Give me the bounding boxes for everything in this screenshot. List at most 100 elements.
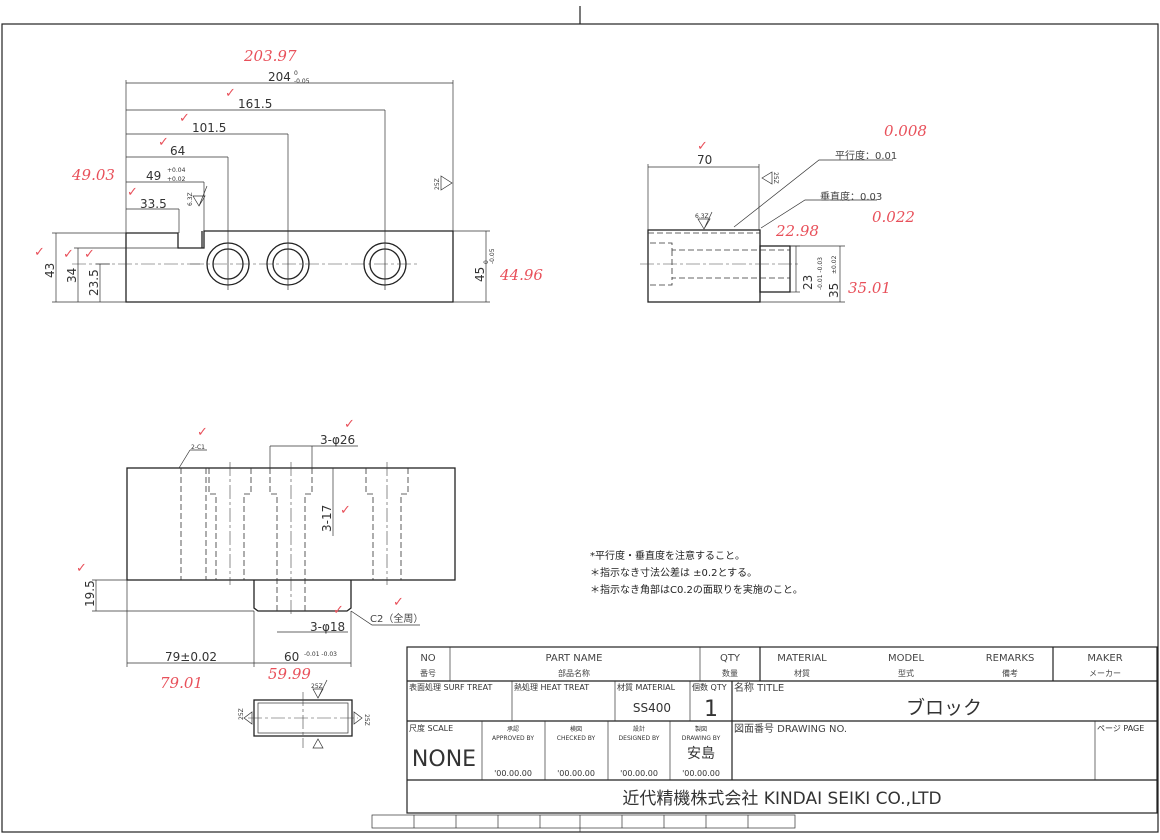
label-qty: 個数 QTY	[692, 682, 727, 692]
side-view: 70 平行度：0.01 垂直度：0.03 23 -0.01 -0.03 35 ±…	[640, 122, 927, 303]
label-drawing: DRAWING BY	[682, 735, 721, 742]
tol-lower: -0.05	[489, 248, 496, 264]
surface-finish-icon	[312, 679, 328, 699]
surface-label: 25Z	[434, 178, 441, 190]
check-mark: ✓	[76, 561, 87, 576]
check-mark: ✓	[127, 185, 138, 200]
dim-19-5: 19.5	[83, 580, 97, 607]
surface-finish-icon	[353, 711, 363, 725]
note: ＊指示なき寸法公差は ±0.2とする。	[590, 566, 757, 579]
label-heat-treat: 熱処理 HEAT TREAT	[514, 682, 589, 692]
label-drawing-no: 図面番号 DRAWING NO.	[734, 723, 847, 735]
label-drawing-jp: 製図	[695, 725, 707, 733]
surface-label: 25Z	[363, 714, 370, 726]
dim-overall-length: 204	[268, 70, 291, 84]
date-approved: '00.00.00	[494, 769, 532, 778]
measured-parallelism: 0.008	[884, 122, 927, 140]
measured-overall: 203.97	[243, 47, 297, 65]
measured-79: 79.01	[160, 674, 203, 692]
check-mark: ✓	[333, 603, 344, 618]
parallelism-callout: 平行度：0.01	[835, 149, 897, 162]
check-mark: ✓	[197, 425, 208, 440]
header-maker: MAKER	[1087, 653, 1122, 664]
dim-hole: 3-φ18	[310, 620, 345, 634]
check-mark: ✓	[158, 135, 169, 150]
check-mark: ✓	[179, 111, 190, 126]
tol: ±0.02	[831, 255, 838, 274]
dim-43: 43	[43, 263, 57, 278]
surface-label: 6.3Z	[187, 192, 194, 206]
note: ＊指示なき角部はC0.2の面取りを実施のこと。	[590, 583, 803, 596]
tol: -0.01 -0.03	[304, 651, 337, 658]
label-approved: APPROVED BY	[492, 735, 534, 742]
dim-depth: 3-17	[320, 505, 334, 532]
check-mark: ✓	[697, 139, 708, 154]
dim-35: 35	[827, 283, 841, 298]
tol-lower: -0.05	[294, 78, 310, 85]
dim-34: 34	[65, 268, 79, 283]
tol-lower: +0.02	[167, 176, 186, 183]
check-mark: ✓	[340, 503, 351, 518]
header-part-name: PART NAME	[545, 653, 602, 664]
label-checked: CHECKED BY	[557, 735, 596, 742]
date-designed: '00.00.00	[620, 769, 658, 778]
check-mark: ✓	[225, 86, 236, 101]
tol-upper: +0.04	[167, 167, 186, 174]
measured-49: 49.03	[71, 166, 115, 184]
value-qty: 1	[704, 697, 718, 722]
label-approved-jp: 承認	[507, 725, 519, 733]
check-mark: ✓	[34, 245, 45, 260]
side-view-outline	[647, 229, 761, 303]
surface-label: 25Z	[772, 172, 779, 184]
note: *平行度・垂直度を注意すること。	[590, 549, 745, 562]
top-view: 204 0 -0.05 161.5 101.5 64 49 +0.04 +0.0…	[34, 47, 543, 303]
dim-33-5: 33.5	[140, 197, 167, 211]
dim-23: 23	[801, 275, 815, 290]
measured-perpendicularity: 0.022	[872, 208, 915, 226]
side-view-boss	[759, 245, 791, 293]
header-model-jp: 型式	[898, 668, 914, 678]
measured-height: 35.01	[848, 279, 891, 297]
check-marks: ✓ ✓ ✓ ✓ ✓ ✓ ✓	[34, 86, 236, 262]
measured-boss: 22.98	[775, 222, 819, 240]
bottom-view: 25Z 25Z 25Z	[238, 679, 370, 749]
tol: -0.01 -0.03	[817, 257, 824, 290]
header-no-jp: 番号	[420, 668, 436, 678]
header-remarks-jp: 備考	[1002, 668, 1018, 678]
label-designed-jp: 設計	[633, 725, 645, 733]
dim-161-5: 161.5	[238, 97, 272, 111]
front-view: 3-φ26 2-C1 3-17 3-φ18 C2（全周） 19.5 79±0.0…	[76, 417, 456, 692]
label-scale: 尺度 SCALE	[409, 723, 453, 733]
check-marks: ✓ ✓ ✓ ✓ ✓ ✓	[76, 417, 404, 618]
value-scale: NONE	[412, 747, 476, 772]
dim-64: 64	[170, 144, 185, 158]
header-material: MATERIAL	[777, 653, 827, 664]
surface-label: 25Z	[311, 683, 323, 690]
header-part-name-jp: 部品名称	[558, 668, 590, 678]
check-mark: ✓	[344, 417, 355, 432]
label-material: 材質 MATERIAL	[617, 682, 676, 692]
top-view-outline	[125, 230, 454, 303]
dim-60: 60	[284, 650, 299, 664]
surface-finish-icon	[440, 175, 453, 191]
surface-finish-icon	[761, 171, 773, 185]
label-page: ページ PAGE	[1097, 724, 1144, 733]
surface-finish-icon	[192, 185, 208, 207]
value-title: ブロック	[906, 696, 982, 719]
check-mark: ✓	[393, 595, 404, 610]
dim-79: 79±0.02	[165, 650, 217, 664]
perpendicularity-callout: 垂直度：0.03	[820, 190, 882, 203]
check-mark: ✓	[84, 247, 95, 262]
header-remarks: REMARKS	[986, 653, 1035, 664]
dim-70: 70	[697, 153, 712, 167]
surface-label: 6.3Z	[695, 213, 709, 220]
value-drawing-by: 安島	[687, 746, 715, 762]
dim-chamfer: C2（全周）	[370, 612, 423, 625]
header-qty-jp: 数量	[722, 668, 738, 678]
dim-chamfer-small: 2-C1	[191, 444, 205, 451]
dim-counterbore: 3-φ26	[320, 433, 355, 447]
tol-upper: 0	[294, 70, 298, 77]
bottom-zone-strip	[371, 814, 796, 832]
date-drawing: '00.00.00	[682, 769, 720, 778]
dim-45: 45	[473, 267, 487, 282]
